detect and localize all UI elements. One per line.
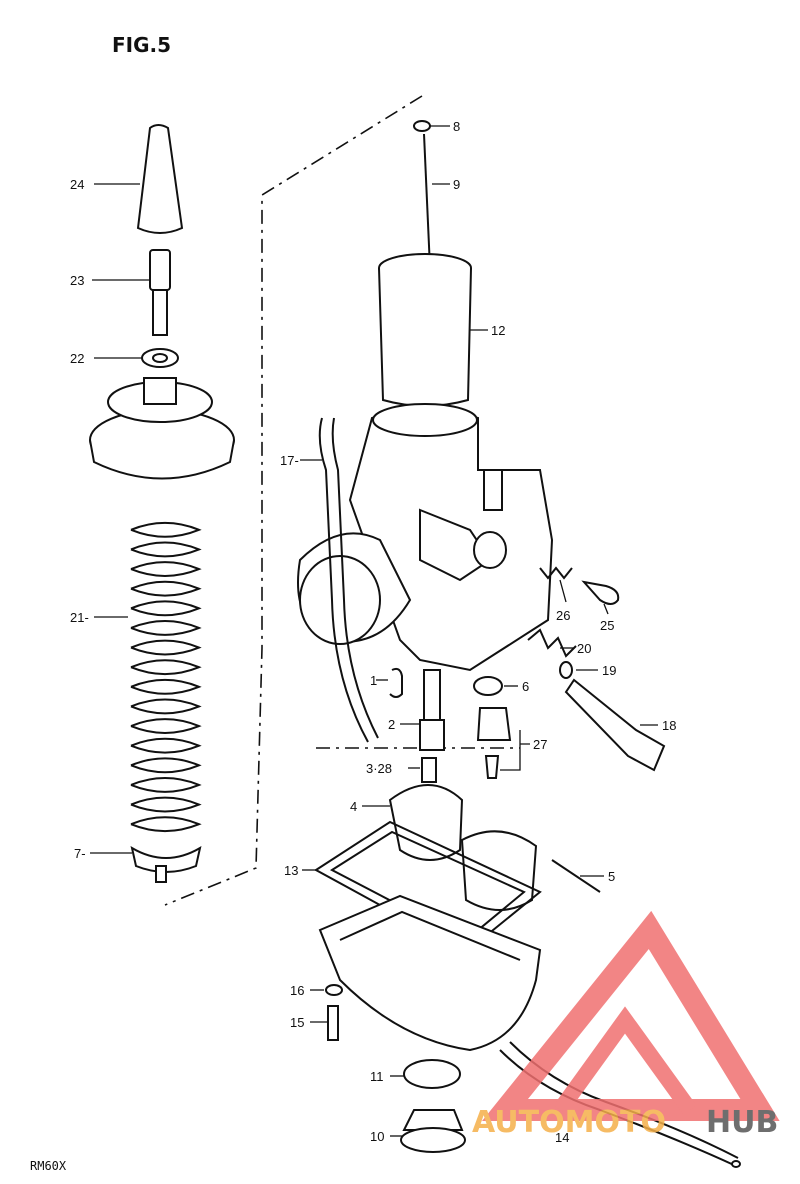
part-label-p3_28: 3·28 [366, 761, 392, 776]
part-label-p16: 16 [290, 983, 304, 998]
part-16-washer [310, 984, 343, 996]
part-label-p20: 20 [577, 641, 591, 656]
part-19-oring [559, 661, 598, 679]
part-7-plate [90, 845, 202, 883]
part-label-p12: 12 [491, 323, 505, 338]
part-label-p10: 10 [370, 1129, 384, 1144]
part-5-pin [551, 859, 604, 893]
part-24-cap [94, 124, 184, 234]
float-bowl [318, 894, 542, 1052]
part-label-p27: 27 [533, 737, 547, 752]
part-15-screw [310, 1005, 339, 1041]
part-label-p19: 19 [602, 663, 616, 678]
part-label-p8: 8 [453, 119, 460, 134]
part-label-p6: 6 [522, 679, 529, 694]
part-label-p1: 1 [370, 673, 377, 688]
carburetor-body [297, 403, 554, 672]
part-label-p18: 18 [662, 718, 676, 733]
part-label-p22: 22 [70, 351, 84, 366]
part-label-p17: 17- [280, 453, 299, 468]
part-10-drain-plug [390, 1109, 466, 1153]
automotohub-watermark: AUTOMOTO HUB [472, 910, 780, 1140]
part-label-p24: 24 [70, 177, 84, 192]
part-6-oring [473, 676, 518, 696]
part-20-spring [527, 628, 577, 658]
part-3-28-jet [408, 757, 437, 783]
assembly-outline [164, 95, 423, 906]
part-18-screw [564, 678, 666, 772]
part-1-clip [376, 667, 403, 698]
model-code: RM60X [30, 1159, 67, 1173]
part-label-p21: 21- [70, 610, 89, 625]
part-label-p7: 7- [74, 846, 86, 861]
watermark-brand-2: HUB [706, 1105, 778, 1140]
part-12-slide [378, 253, 488, 407]
part-label-p15: 15 [290, 1015, 304, 1030]
part-8-9-needle [413, 120, 450, 269]
top-cap [89, 377, 235, 480]
part-4-float [362, 784, 538, 911]
part-label-p14: 14 [555, 1130, 569, 1145]
part-label-p25: 25 [600, 618, 614, 633]
part-label-p26: 26 [556, 608, 570, 623]
part-label-p13: 13 [284, 863, 298, 878]
part-label-p23: 23 [70, 273, 84, 288]
part-21-spring [94, 521, 202, 833]
part-label-p5: 5 [608, 869, 615, 884]
part-label-p11: 11 [370, 1069, 384, 1084]
part-23-adjuster [92, 249, 171, 336]
part-17-hose [300, 417, 379, 743]
figure-title: FIG.5 [112, 33, 171, 57]
part-label-p4: 4 [350, 799, 357, 814]
part-26-spring [539, 566, 573, 603]
part-22-nut [94, 348, 179, 368]
part-11-oring [390, 1059, 461, 1089]
part-25-screw [581, 580, 620, 615]
part-label-p2: 2 [388, 717, 395, 732]
watermark-brand-1: AUTOMOTO [472, 1105, 666, 1140]
part-27-jets [476, 707, 530, 779]
part-2-needle-jet [400, 669, 445, 751]
part-label-p9: 9 [453, 177, 460, 192]
